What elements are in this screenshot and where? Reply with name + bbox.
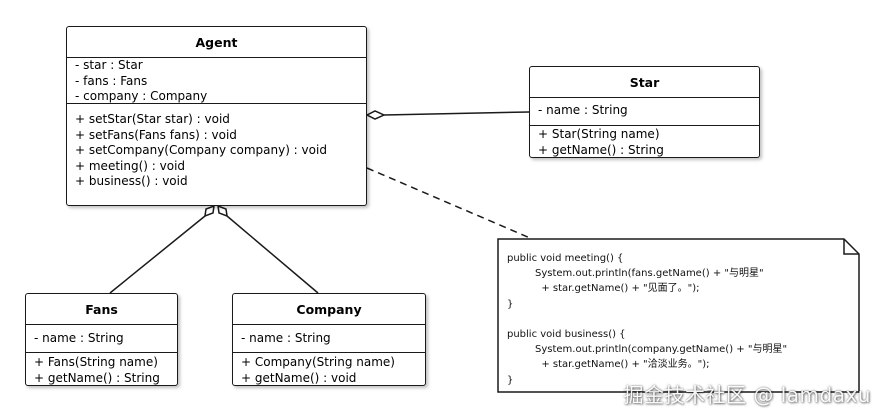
agent-star-aggregation-diamond [365, 110, 386, 120]
fans-operations: + Fans(String name) + getName() : String [26, 353, 177, 385]
star-class-box[interactable]: Star - name : String + Star(String name)… [529, 66, 760, 158]
agent-attribute-fans: - fans : Fans [75, 73, 148, 88]
agent-attributes: - star : Star - fans : Fans - company : … [67, 58, 366, 104]
note-line-7: System.out.println(company.getName() + "… [535, 344, 788, 356]
agent-operation-business: + business() : void [75, 174, 188, 188]
star-operation-constructor: + Star(String name) [538, 127, 660, 141]
agent-class-name: Agent [67, 27, 366, 58]
note-line-2: System.out.println(fans.getName() + "与明星… [535, 268, 764, 280]
agent-operation-meeting: + meeting() : void [75, 158, 186, 173]
note-line-6: public void business() { [507, 328, 626, 340]
note-shape [497, 238, 860, 393]
note-line-3: + star.getName() + "见面了。"); [535, 283, 700, 295]
agent-attribute-company: - company : Company [75, 89, 208, 103]
note-line-8: + star.getName() + "洽淡业务。"); [535, 359, 710, 371]
note-line-5 [507, 312, 787, 327]
note-line-9: } [507, 374, 514, 386]
star-attributes: - name : String [530, 98, 759, 126]
company-operation-getname: + getName() : void [241, 370, 357, 385]
star-attribute-name: - name : String [538, 103, 628, 117]
fans-attributes: - name : String [26, 325, 177, 353]
company-attribute-name: - name : String [241, 331, 331, 345]
fans-operation-constructor: + Fans(String name) [34, 355, 158, 369]
code-note[interactable]: public void meeting() { System.out.print… [497, 238, 861, 393]
agent-class-box[interactable]: Agent - star : Star - fans : Fans - comp… [66, 26, 367, 206]
fans-attribute-name: - name : String [34, 331, 124, 345]
agent-company-association-line [226, 215, 319, 294]
note-line-1: public void meeting() { [507, 253, 624, 264]
company-operation-constructor: + Company(String name) [241, 355, 395, 369]
star-operations: + Star(String name) + getName() : String [530, 126, 759, 157]
agent-company-aggregation-diamond [217, 204, 228, 218]
fans-operation-getname: + getName() : String [34, 370, 160, 385]
note-code: public void meeting() { System.out.print… [507, 251, 787, 388]
company-attributes: - name : String [233, 325, 425, 353]
fans-class-box[interactable]: Fans - name : String + Fans(String name)… [25, 293, 178, 386]
company-class-name: Company [233, 294, 425, 325]
agent-fans-association-line [109, 215, 206, 294]
watermark: 掘金技术社区 @ lamdaxu [623, 383, 871, 407]
agent-operations: + setStar(Star star) : void + setFans(Fa… [67, 104, 366, 192]
fans-class-name: Fans [26, 294, 177, 325]
company-class-box[interactable]: Company - name : String + Company(String… [232, 293, 426, 386]
agent-attribute-star: - star : Star [75, 58, 143, 72]
note-line-4: } [507, 298, 514, 310]
agent-fans-aggregation-diamond [204, 204, 215, 218]
agent-operation-setstar: + setStar(Star star) : void [75, 112, 230, 126]
agent-operation-setfans: + setFans(Fans fans) : void [75, 127, 237, 142]
star-class-name: Star [530, 67, 759, 98]
star-operation-getname: + getName() : String [538, 142, 664, 157]
agent-star-association-line [383, 111, 530, 116]
agent-operation-setcompany: + setCompany(Company company) : void [75, 143, 327, 157]
company-operations: + Company(String name) + getName() : voi… [233, 353, 425, 385]
agent-note-dashed-line [366, 167, 531, 239]
